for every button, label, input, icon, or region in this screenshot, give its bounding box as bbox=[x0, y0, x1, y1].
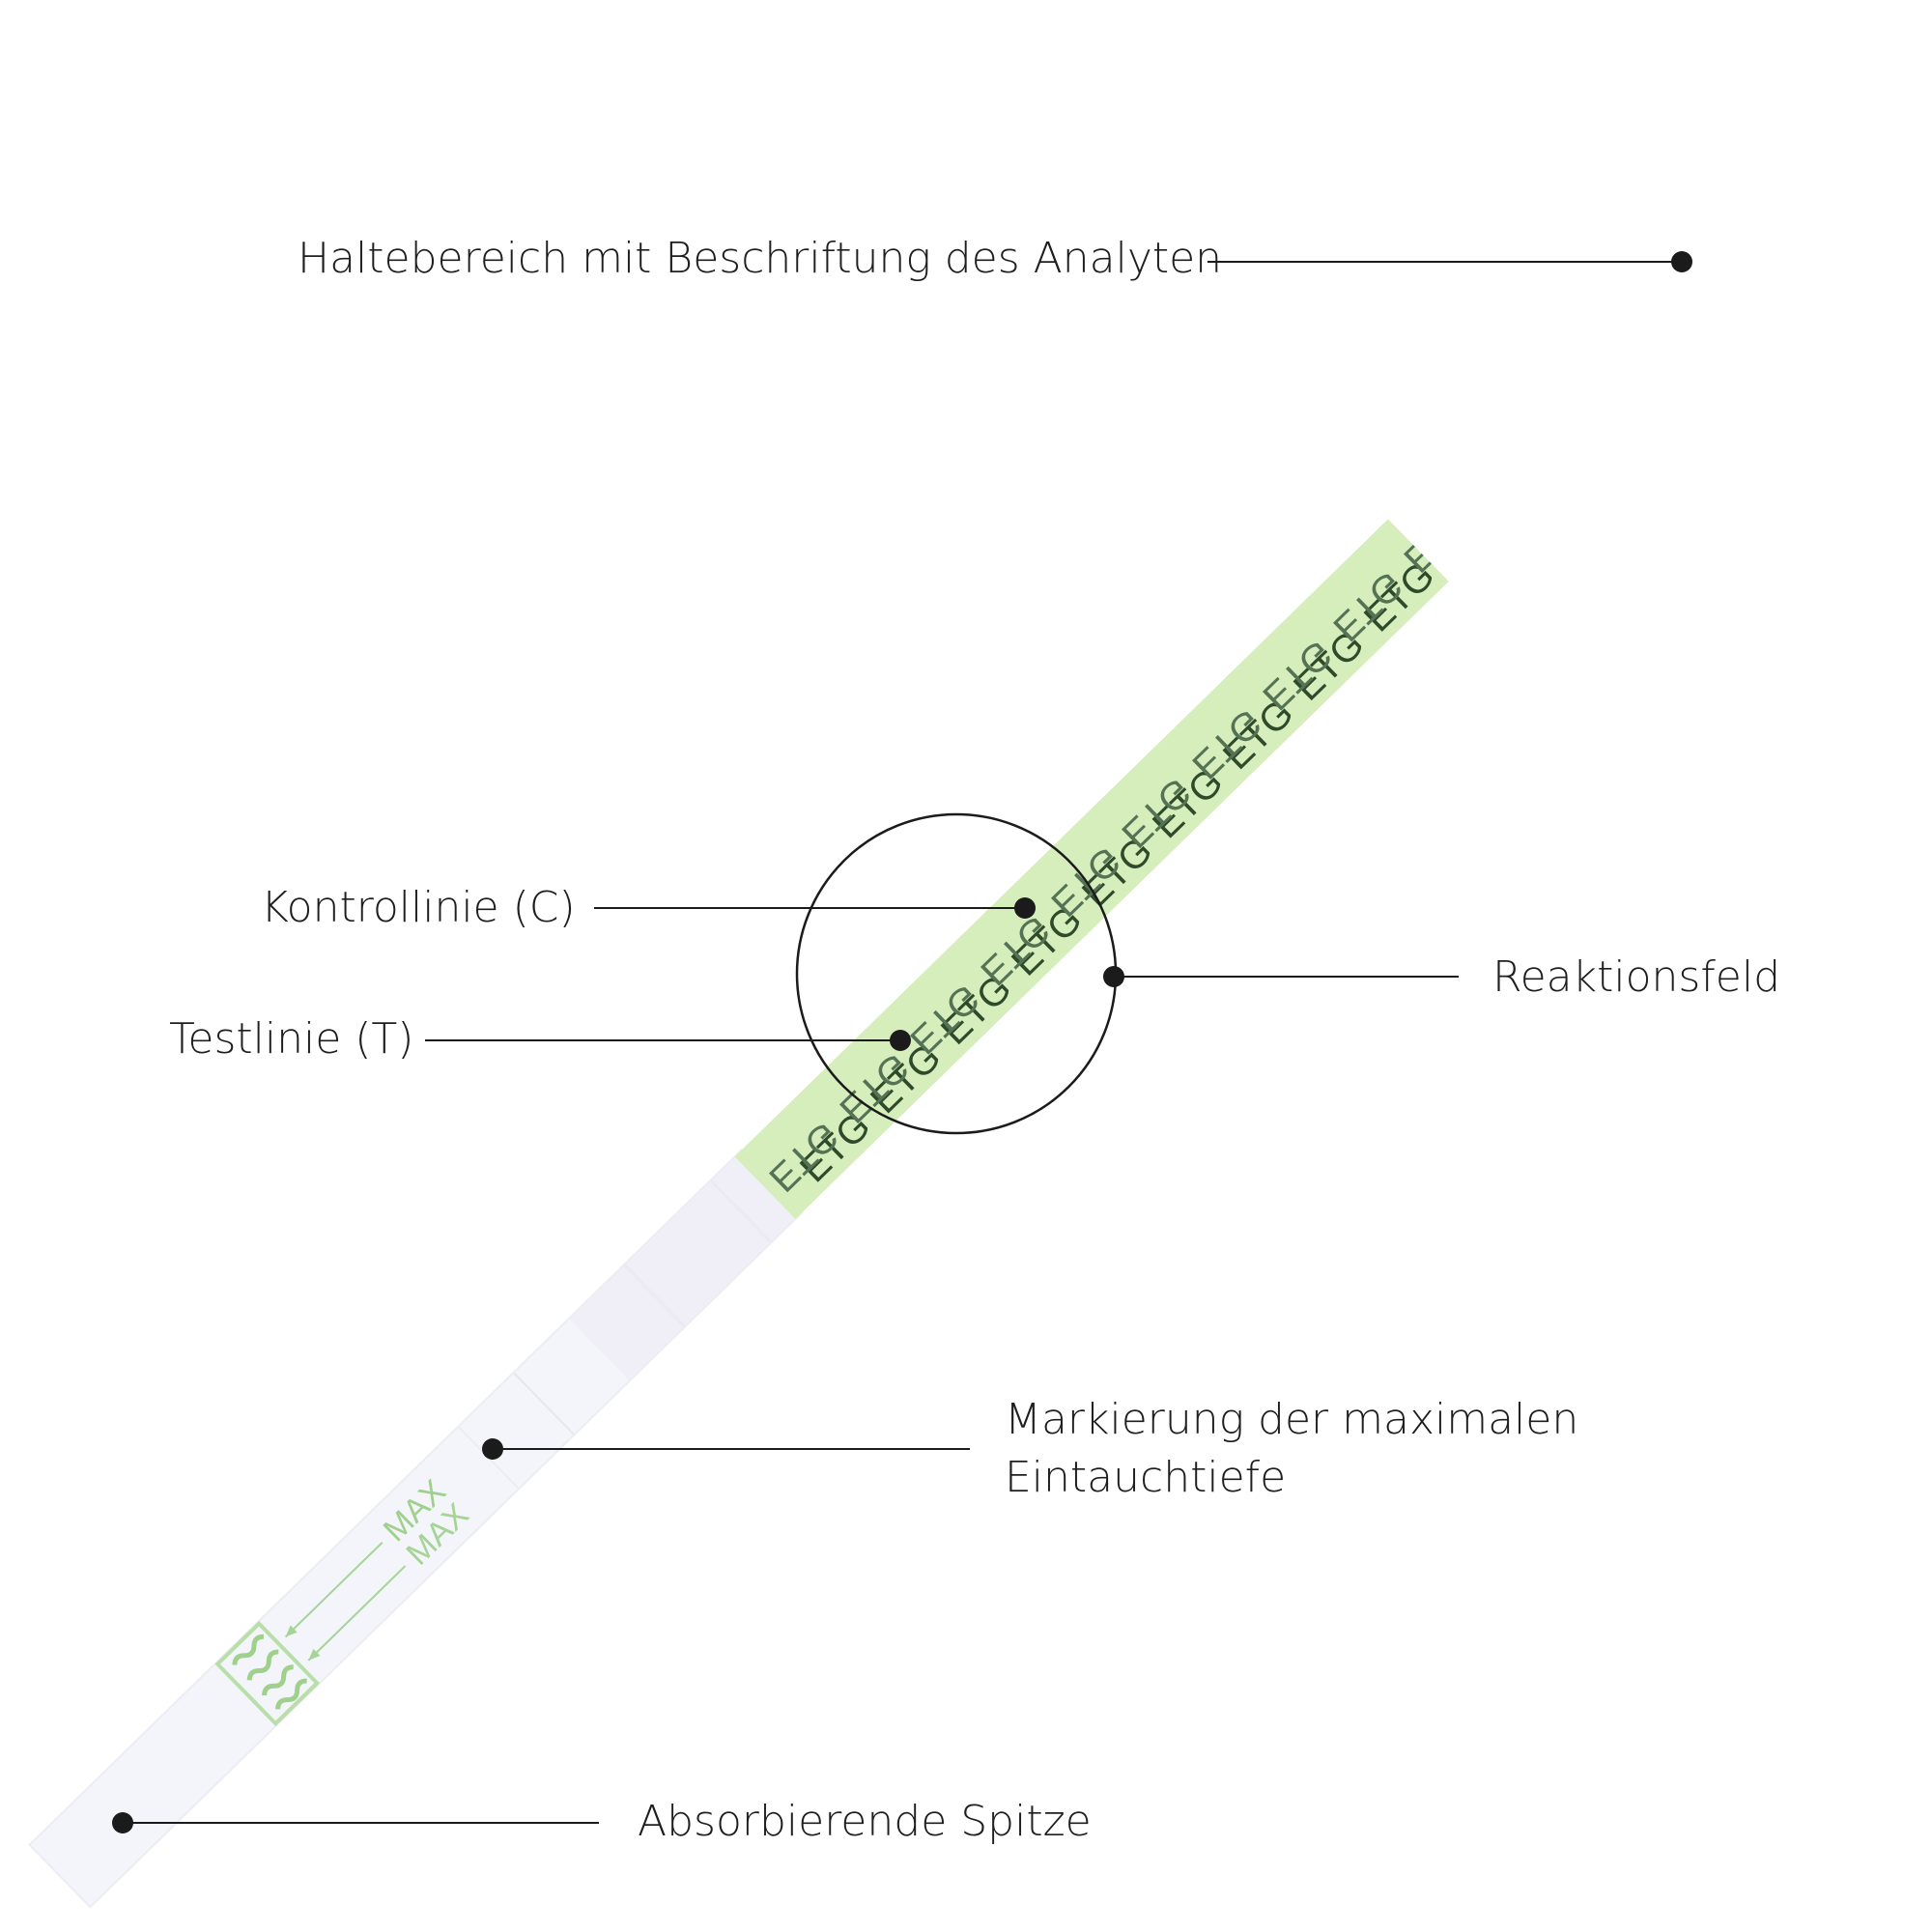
handle-analyte-text: ETGETGETGETGETGETGETGETGETGETGETGETGETGE… bbox=[760, 519, 1448, 1200]
leader-lines bbox=[123, 261, 1681, 1824]
label-reaction-field: Reaktionsfeld bbox=[1492, 952, 1781, 1002]
arrow-line bbox=[284, 1542, 384, 1638]
label-test-line: Testlinie (T) bbox=[169, 1014, 414, 1064]
arrow-head-icon bbox=[285, 1625, 298, 1637]
wave-icon bbox=[262, 1664, 294, 1696]
wave-icon bbox=[246, 1649, 279, 1681]
label-max-marking: Markierung der maximalen Eintauchtiefe bbox=[1005, 1391, 1578, 1507]
wave-icon bbox=[232, 1634, 265, 1665]
dot-max bbox=[482, 1438, 503, 1460]
dot-tip bbox=[112, 1812, 133, 1833]
leader-dots bbox=[112, 251, 1692, 1833]
pad-divider bbox=[513, 1372, 575, 1435]
dot-control bbox=[1014, 897, 1036, 919]
label-control-line: Kontrollinie (C) bbox=[261, 883, 576, 932]
label-max-marking-line2: Eintauchtiefe bbox=[1005, 1453, 1287, 1502]
arrow-head-icon bbox=[308, 1648, 321, 1661]
dot-handle bbox=[1671, 251, 1692, 272]
wave-icon bbox=[275, 1678, 307, 1710]
label-max-marking-line1: Markierung der maximalen bbox=[1005, 1395, 1579, 1444]
strip-handle bbox=[734, 519, 1449, 1219]
arrow-line bbox=[307, 1565, 407, 1662]
dot-reaction bbox=[1103, 966, 1124, 987]
max-marking-frame bbox=[214, 1620, 321, 1727]
label-handle-area: Haltebereich mit Beschriftung des Analyt… bbox=[298, 234, 1223, 283]
dot-test bbox=[890, 1030, 911, 1051]
reaction-pad bbox=[569, 1157, 795, 1380]
label-absorbent-tip: Absorbierende Spitze bbox=[638, 1797, 1092, 1846]
control-line-mark bbox=[710, 1179, 772, 1243]
test-line-mark bbox=[623, 1264, 686, 1327]
test-strip: MAX MAX ETGETGETGETGETGETGETGETGETGETGET… bbox=[28, 519, 1449, 1909]
